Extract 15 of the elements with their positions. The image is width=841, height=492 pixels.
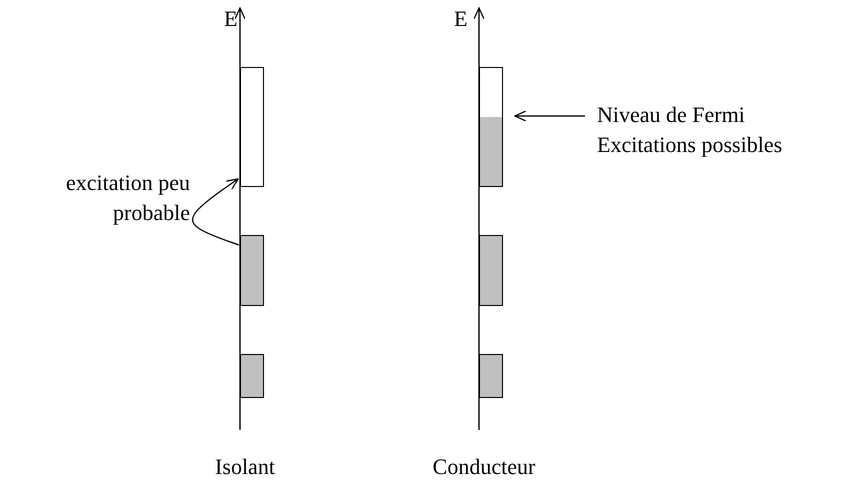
annotation-note: Excitations possibles	[597, 132, 782, 158]
leader-arrow	[514, 110, 585, 122]
curved-arrow	[192, 178, 240, 246]
filled-band	[240, 354, 264, 398]
axis-label: E	[454, 6, 468, 32]
filled-band	[479, 354, 503, 398]
filled-band	[479, 235, 503, 306]
column-title: Isolant	[215, 454, 275, 480]
partly-filled-band	[479, 67, 503, 187]
empty-band	[240, 67, 264, 187]
filled-band	[240, 235, 264, 306]
annotation-title: Niveau de Fermi	[597, 102, 745, 128]
edge-label: excitation peu probable	[64, 169, 190, 227]
column-title: Conducteur	[432, 454, 536, 480]
axis-label: E	[224, 6, 238, 32]
